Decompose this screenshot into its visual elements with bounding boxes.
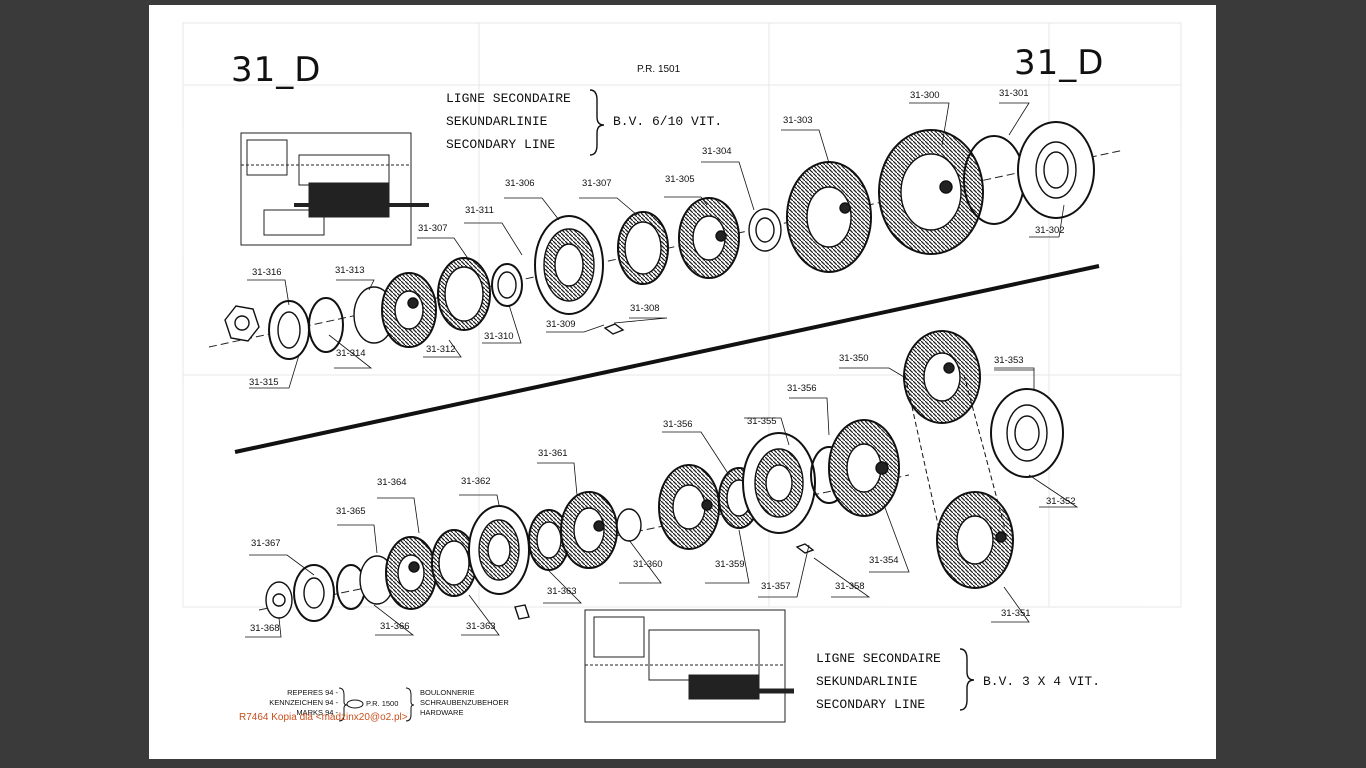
part-label: 31-354 <box>869 555 899 566</box>
part-label: 31-352 <box>1046 496 1076 507</box>
lower-line-names: LIGNE SECONDAIRE SEKUNDARLINIE SECONDARY… <box>816 647 941 716</box>
part-label: 31-360 <box>633 559 663 570</box>
part-label: 31-357 <box>761 581 791 592</box>
upper-line-de: SEKUNDARLINIE <box>446 114 548 129</box>
part-label: 31-363 <box>547 586 577 597</box>
legend-row: KENNZEICHEN 94 - <box>269 698 338 707</box>
exploded-view-drawing <box>182 22 1182 723</box>
lower-parts <box>265 330 1064 622</box>
part-label: 31-350 <box>839 353 869 364</box>
part-label: 31-314 <box>336 348 366 359</box>
part-label: 31-316 <box>252 267 282 278</box>
part-label: 31-353 <box>994 355 1024 366</box>
lower-bracket <box>959 648 975 711</box>
part-label: 31-311 <box>465 205 494 216</box>
part-label: 31-304 <box>702 146 732 157</box>
part-label: 31-305 <box>665 174 695 185</box>
legend-ref: P.R. 1500 <box>366 699 399 708</box>
legend-hardware-row: HARDWARE <box>420 708 464 717</box>
page-title-left: 31_D <box>231 50 322 90</box>
upper-parts <box>224 121 1095 360</box>
part-label: 31-306 <box>505 178 535 189</box>
part-label: 31-307 <box>418 223 448 234</box>
lower-line-en: SECONDARY LINE <box>816 697 926 712</box>
legend-hardware: BOULONNERIE SCHRAUBENZUBEHOER HARDWARE <box>420 688 509 718</box>
part-label: 31-364 <box>377 477 407 488</box>
watermark-text: R7464 Kopia dla <madzinx20@o2.pl> <box>239 712 408 723</box>
part-label: 31-359 <box>715 559 745 570</box>
part-label: 31-313 <box>335 265 365 276</box>
part-label: 31-315 <box>249 377 279 388</box>
lower-gearbox-label: B.V. 3 X 4 VIT. <box>983 674 1101 689</box>
part-label: 31-301 <box>999 88 1029 99</box>
part-label: 31-308 <box>630 303 660 314</box>
legend-hardware-row: SCHRAUBENZUBEHOER <box>420 698 509 707</box>
part-label: 31-358 <box>835 581 865 592</box>
part-label: 31-351 <box>1001 608 1031 619</box>
part-label: 31-355 <box>747 416 777 427</box>
part-label: 31-312 <box>426 344 456 355</box>
part-label: 31-307 <box>582 178 612 189</box>
lower-line-de: SEKUNDARLINIE <box>816 674 918 689</box>
divider-line <box>234 264 1100 454</box>
part-label: 31-300 <box>910 90 940 101</box>
legend-hardware-row: BOULONNERIE <box>420 688 475 697</box>
part-label: 31-361 <box>538 448 568 459</box>
part-label: 31-363 <box>466 621 496 632</box>
part-label: 31-303 <box>783 115 813 126</box>
legend-row: REPERES 94 - <box>287 688 338 697</box>
part-label: 31-302 <box>1035 225 1065 236</box>
leader-lines <box>245 102 1079 638</box>
page-reference: P.R. 1501 <box>637 64 681 75</box>
part-label: 31-310 <box>484 331 514 342</box>
legend-row: MARKS 94 - <box>296 708 338 717</box>
lower-line-fr: LIGNE SECONDAIRE <box>816 651 941 666</box>
part-label: 31-309 <box>546 319 576 330</box>
part-label: 31-367 <box>251 538 281 549</box>
page-title-right: 31_D <box>1014 43 1105 83</box>
catalog-page: 31_D 31_D P.R. 1501 LIGNE SECONDAIRE SEK… <box>149 5 1216 759</box>
part-label: 31-368 <box>250 623 280 634</box>
part-label: 31-365 <box>336 506 366 517</box>
upper-line-en: SECONDARY LINE <box>446 137 556 152</box>
upper-bracket <box>589 89 605 156</box>
part-label: 31-356 <box>787 383 817 394</box>
gearbox-thumbnail-lower <box>584 609 794 723</box>
upper-line-names: LIGNE SECONDAIRE SEKUNDARLINIE SECONDARY… <box>446 87 571 156</box>
gearbox-thumbnail-upper <box>240 132 429 246</box>
part-label: 31-362 <box>461 476 491 487</box>
part-label: 31-356 <box>663 419 693 430</box>
part-label: 31-366 <box>380 621 410 632</box>
legend-marks: REPERES 94 - KENNZEICHEN 94 - MARKS 94 - <box>242 688 338 718</box>
upper-line-fr: LIGNE SECONDAIRE <box>446 91 571 106</box>
upper-gearbox-label: B.V. 6/10 VIT. <box>613 114 723 129</box>
